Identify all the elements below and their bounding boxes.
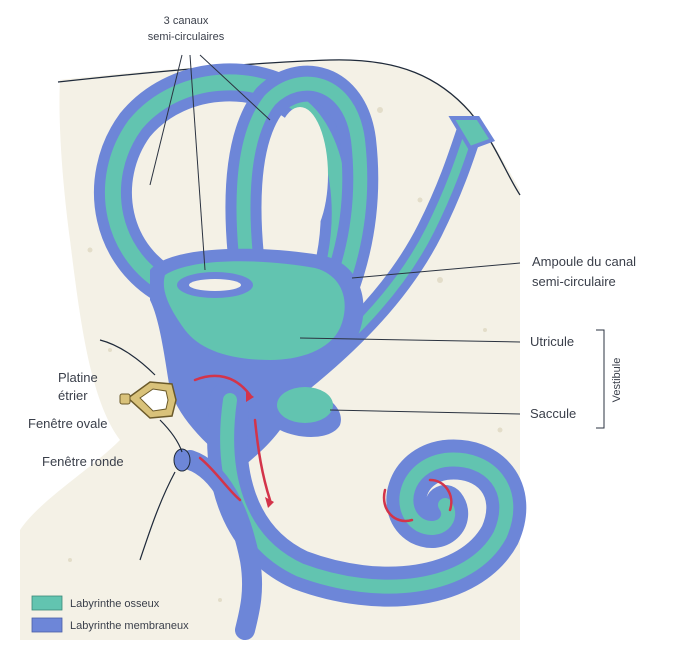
label-canaux-1: 3 canaux [164, 15, 209, 27]
label-fenetre-ovale: Fenêtre ovale [28, 416, 108, 431]
label-saccule: Saccule [530, 406, 576, 421]
legend-swatch-membraneux [32, 618, 62, 632]
label-etrier: étrier [58, 388, 88, 403]
legend-swatch-osseux [32, 596, 62, 610]
canal-superior-hole [272, 107, 328, 243]
label-platine: Platine [58, 370, 98, 385]
label-utricule: Utricule [530, 334, 574, 349]
vestibule-bracket [596, 330, 604, 428]
label-fenetre-ronde: Fenêtre ronde [42, 454, 124, 469]
saccule-osseous [277, 387, 333, 423]
label-canaux-2: semi-circulaires [148, 31, 225, 43]
lateral-canal-hole-inner [189, 279, 241, 291]
round-window [174, 449, 190, 471]
label-vestibule: Vestibule [611, 358, 623, 403]
label-ampoule-2: semi-circulaire [532, 274, 616, 289]
legend-label-membraneux: Labyrinthe membraneux [70, 620, 189, 632]
legend-label-osseux: Labyrinthe osseux [70, 598, 160, 610]
label-ampoule-1: Ampoule du canal [532, 254, 636, 269]
